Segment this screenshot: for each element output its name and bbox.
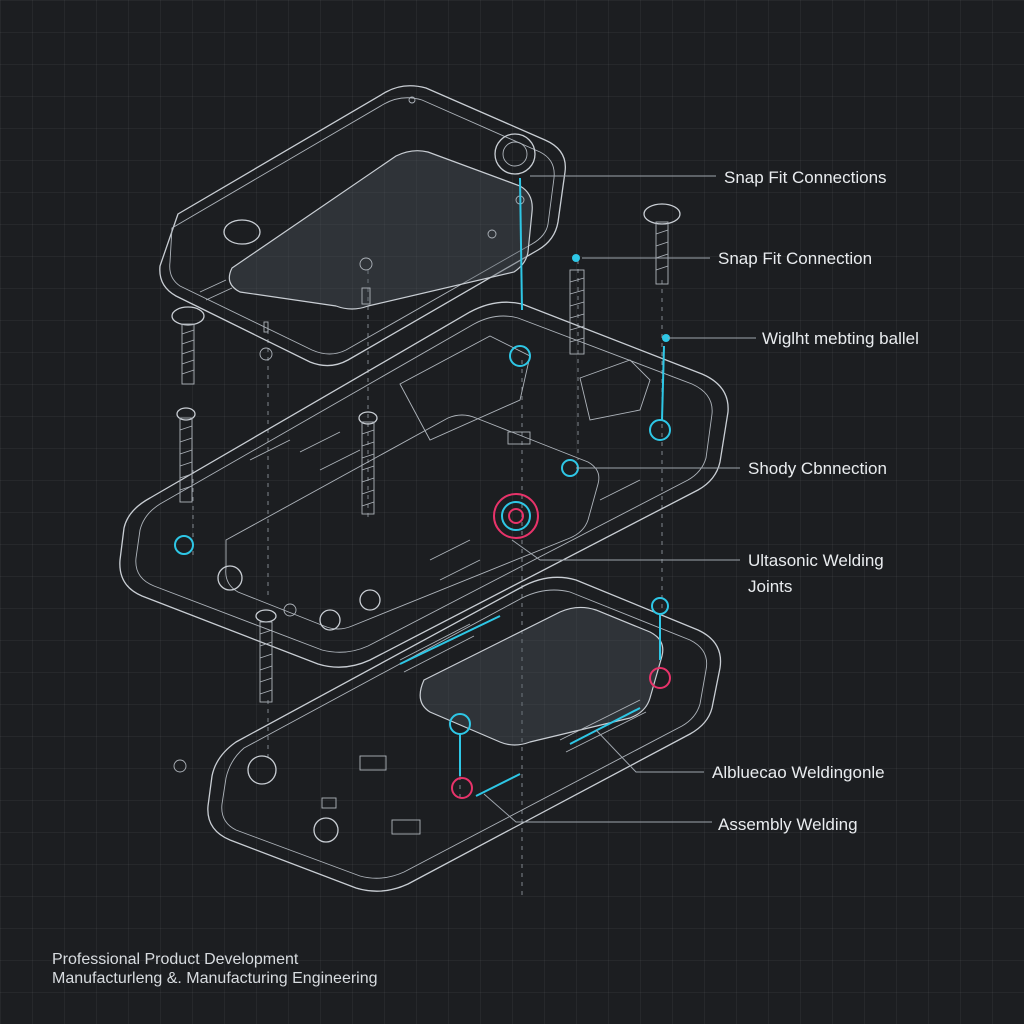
joint-highlights (174, 177, 671, 799)
footer-title: Professional Product Development (52, 951, 299, 968)
callout-ultrasonic-welding-joints: Ultasonic Welding Joints (748, 551, 884, 596)
middle-frame (119, 301, 729, 668)
bottom-shell (173, 576, 722, 892)
top-cover (159, 85, 566, 367)
screws (171, 203, 681, 703)
footer-subtitle: Manufacturleng &. Manufacturing Engineer… (52, 970, 378, 987)
callout-assembly-welding: Assembly Welding (718, 815, 858, 834)
callout-wight-mebting-ballel: Wiglht mebting ballel (762, 329, 919, 348)
callout-snap-fit-connections: Snap Fit Connections (724, 168, 887, 187)
leader-lines (483, 175, 756, 823)
callout-albluecao-weldingonle: Albluecao Weldingonle (712, 763, 885, 782)
assembly-guides (192, 260, 663, 900)
callout-snap-fit-connection: Snap Fit Connection (718, 249, 873, 268)
callout-shody-connection: Shody Cbnnection (748, 459, 887, 478)
